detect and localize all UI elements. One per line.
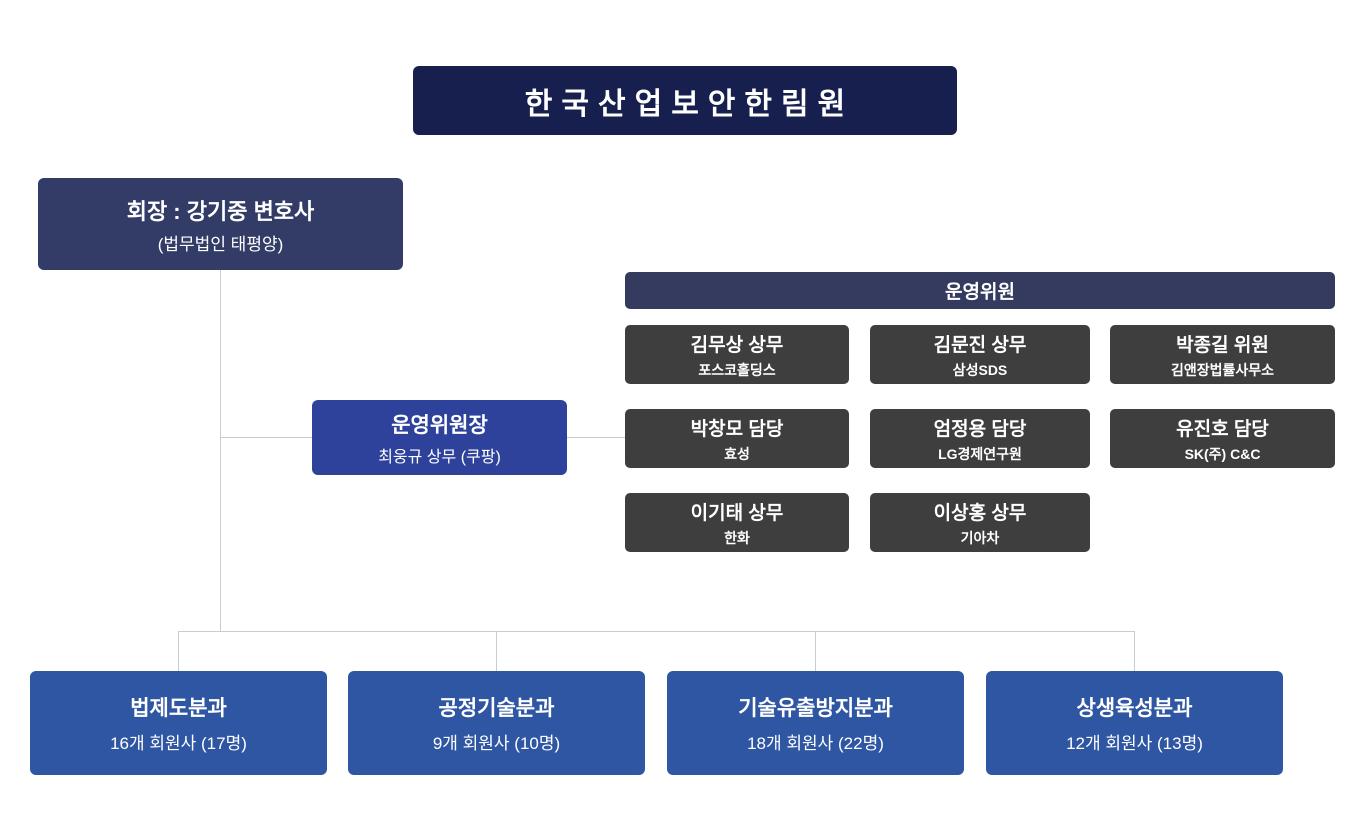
committee-header: 운영위원 (625, 272, 1335, 309)
division-detail: 9개 회원사 (10명) (432, 734, 561, 753)
member-org: 효성 (724, 445, 750, 462)
committee-member-box: 박종길 위원 김앤장법률사무소 (1110, 325, 1335, 384)
division-box: 공정기술분과 9개 회원사 (10명) (348, 671, 645, 775)
division-box: 상생육성분과 12개 회원사 (13명) (986, 671, 1283, 775)
member-name: 박종길 위원 (1176, 334, 1269, 356)
chairman-box: 회장 : 강기중 변호사 (법무법인 태평양) (38, 178, 403, 270)
member-name: 유진호 담당 (1176, 418, 1269, 440)
division-detail: 18개 회원사 (22명) (747, 734, 884, 753)
member-org: 삼성SDS (952, 361, 1008, 378)
committee-member-box: 박창모 담당 효성 (625, 409, 849, 468)
committee-member-box: 이기태 상무 한화 (625, 493, 849, 552)
connector-line (815, 631, 816, 671)
committee-chair-name: 최웅규 상무 (쿠팡) (378, 448, 501, 466)
member-org: SK(주) C&C (1184, 445, 1261, 462)
committee-member-box: 엄정용 담당 LG경제연구원 (870, 409, 1090, 468)
member-org: 포스코홀딩스 (698, 361, 776, 378)
connector-line (178, 631, 1135, 632)
division-name: 상생육성분과 (1076, 697, 1193, 720)
member-org: 기아차 (960, 529, 1000, 546)
member-name: 엄정용 담당 (933, 418, 1027, 440)
member-name: 김무상 상무 (690, 334, 784, 356)
committee-chair-box: 운영위원장 최웅규 상무 (쿠팡) (312, 400, 567, 475)
member-org: LG경제연구원 (938, 445, 1022, 462)
connector-line (178, 631, 179, 671)
division-detail: 16개 회원사 (17명) (110, 734, 247, 753)
division-name: 법제도분과 (130, 697, 227, 720)
division-name: 기술유출방지분과 (738, 697, 893, 720)
chairman-affiliation: (법무법인 태평양) (157, 234, 284, 254)
org-title-box: 한국산업보안한림원 (413, 66, 957, 135)
committee-header-label: 운영위원 (945, 282, 1015, 303)
connector-line (1134, 631, 1135, 671)
chairman-name: 회장 : 강기중 변호사 (126, 198, 315, 224)
member-org: 김앤장법률사무소 (1170, 361, 1275, 378)
connector-line (496, 631, 497, 671)
member-name: 이상홍 상무 (933, 502, 1027, 524)
member-name: 이기태 상무 (690, 502, 784, 524)
connector-line (567, 437, 625, 438)
division-box: 법제도분과 16개 회원사 (17명) (30, 671, 327, 775)
committee-member-box: 김무상 상무 포스코홀딩스 (625, 325, 849, 384)
committee-chair-title: 운영위원장 (391, 413, 488, 437)
connector-line (220, 270, 221, 631)
member-org: 한화 (724, 529, 750, 546)
member-name: 김문진 상무 (933, 334, 1027, 356)
division-detail: 12개 회원사 (13명) (1066, 734, 1203, 753)
member-name: 박창모 담당 (690, 418, 784, 440)
division-box: 기술유출방지분과 18개 회원사 (22명) (667, 671, 964, 775)
committee-member-box: 이상홍 상무 기아차 (870, 493, 1090, 552)
committee-member-box: 김문진 상무 삼성SDS (870, 325, 1090, 384)
committee-member-box: 유진호 담당 SK(주) C&C (1110, 409, 1335, 468)
connector-line (220, 437, 312, 438)
org-title: 한국산업보안한림원 (524, 87, 855, 121)
division-name: 공정기술분과 (438, 697, 555, 720)
